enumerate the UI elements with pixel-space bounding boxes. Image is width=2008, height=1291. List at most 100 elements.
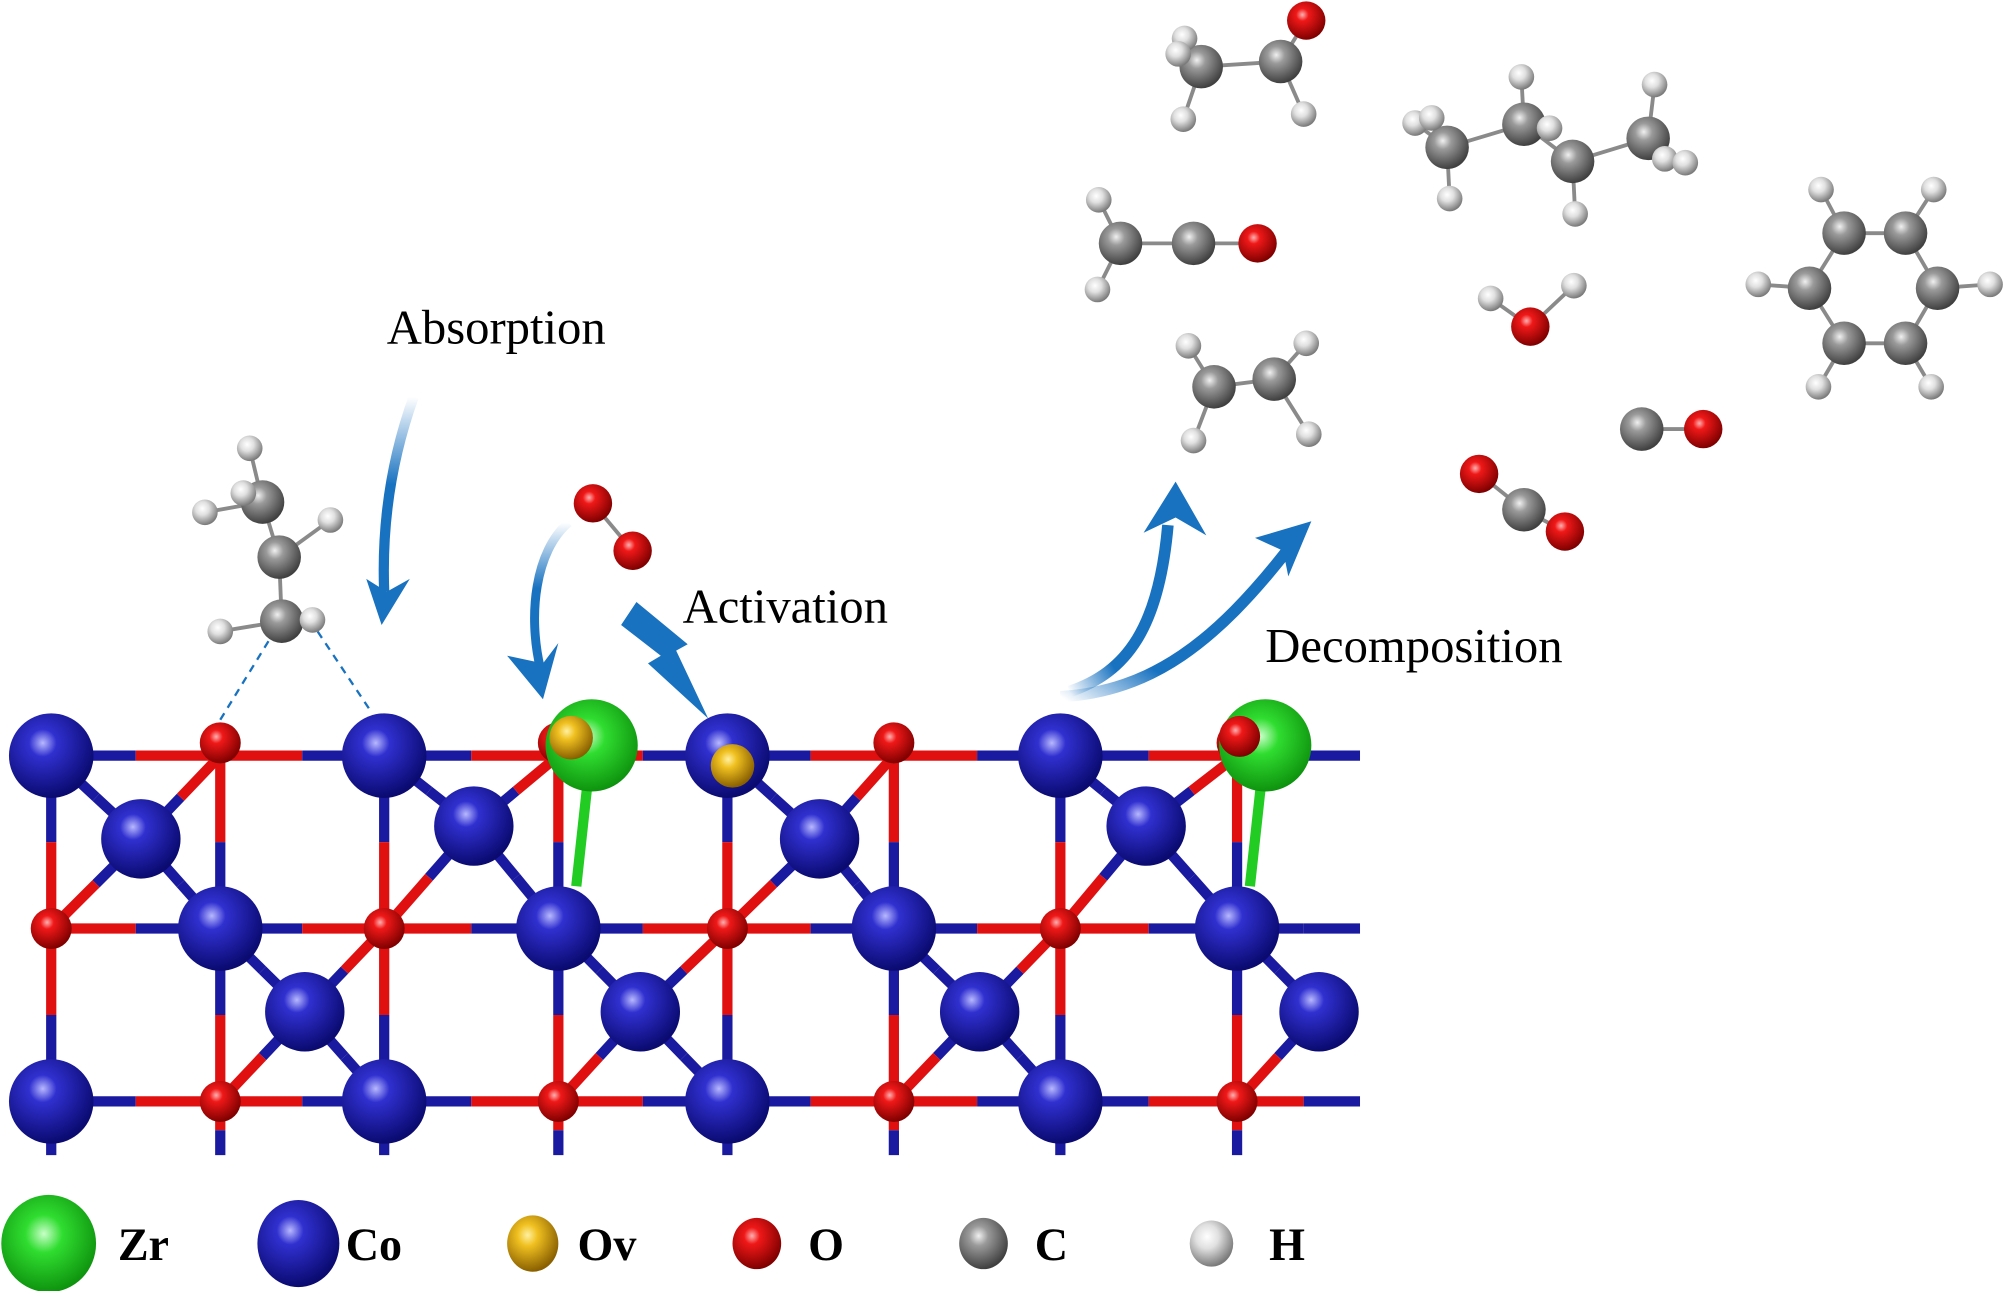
- o-atom: [573, 484, 613, 523]
- o-atom: [199, 722, 241, 764]
- c-atom: [1171, 221, 1216, 266]
- co-atom: [779, 799, 860, 879]
- oxygen-vacancy: [710, 744, 755, 788]
- c-atom: [1425, 125, 1469, 170]
- o-atom: [1459, 454, 1499, 494]
- h-atom: [1170, 106, 1197, 132]
- o-atom: [1511, 307, 1550, 346]
- legend-item-h: H: [1189, 1219, 1305, 1270]
- c-atom: [259, 599, 304, 643]
- h-atom: [1085, 187, 1112, 213]
- co-atom: [341, 1059, 427, 1144]
- molecules: [192, 1, 2003, 645]
- o2-adsorption-arrow: [507, 519, 572, 700]
- ov-atom-icon: [507, 1215, 559, 1272]
- h-atom: [236, 435, 263, 462]
- molecule-water: [1477, 272, 1587, 346]
- co-atom: [1194, 886, 1280, 971]
- h-atom: [1536, 115, 1563, 141]
- h-atom: [1641, 71, 1668, 98]
- h-atom: [1508, 64, 1535, 90]
- c-atom: [1915, 266, 1960, 310]
- o-atom: [1219, 715, 1261, 757]
- o-atom: [30, 908, 72, 950]
- o-atom-icon: [732, 1217, 782, 1270]
- c-atom: [1252, 357, 1296, 401]
- activation-lightning-icon: [621, 601, 709, 719]
- co-atom: [685, 1059, 770, 1144]
- activation-label: Activation: [683, 579, 888, 633]
- molecule-butane: [1402, 64, 1699, 227]
- o-atom: [1684, 409, 1723, 449]
- c-atom: [1192, 365, 1236, 409]
- bond: [176, 752, 224, 801]
- h-atom: [1918, 374, 1944, 400]
- h-atom: [1180, 427, 1207, 454]
- co-atom: [1106, 786, 1186, 866]
- h-atom: [317, 507, 344, 533]
- c-atom: [1098, 221, 1143, 266]
- h-atom: [1651, 146, 1678, 172]
- legend-item-zr: Zr: [1, 1194, 169, 1291]
- molecule-co: [1619, 407, 1723, 451]
- o-atom: [1238, 224, 1277, 263]
- oxygen-vacancy: [549, 715, 593, 760]
- absorption-label: Absorption: [387, 300, 606, 354]
- h-atom: [1084, 276, 1111, 303]
- h-atom: [192, 499, 218, 526]
- co-atom: [600, 972, 681, 1052]
- o-atom: [363, 908, 405, 950]
- co-atom: [434, 786, 514, 866]
- h-atom: [299, 607, 326, 633]
- h-atom: [1290, 101, 1317, 127]
- c-atom: [1822, 211, 1866, 255]
- o-atom: [1545, 512, 1585, 551]
- c-atom: [1883, 211, 1928, 255]
- h-atom: [1920, 176, 1947, 203]
- h-atom: [1808, 176, 1834, 203]
- h-atom: [1175, 333, 1202, 359]
- h-atom: [1562, 201, 1588, 227]
- c-atom: [1619, 407, 1664, 451]
- o-atom: [1039, 908, 1081, 950]
- legend: Zr Co Ov O C H: [1, 1194, 1305, 1291]
- o-atom: [873, 1080, 915, 1122]
- molecule-ketene: [1084, 187, 1277, 303]
- co-atom: [8, 713, 94, 798]
- c-atom: [1787, 266, 1832, 310]
- o-atom: [199, 1080, 241, 1122]
- co-atom: [341, 713, 427, 798]
- h-atom: [1477, 285, 1504, 312]
- c-atom-icon: [959, 1217, 1008, 1270]
- molecule-ethylene: [1175, 330, 1322, 454]
- h-atom: [1293, 330, 1320, 357]
- o-atom: [537, 1080, 579, 1122]
- legend-item-co: Co: [257, 1200, 402, 1288]
- c-atom: [1883, 321, 1928, 366]
- molecule-propane: [192, 435, 344, 645]
- h-atom-icon: [1189, 1220, 1234, 1267]
- decomposition-arrows: [1060, 481, 1312, 703]
- co-atom: [178, 886, 263, 971]
- h-atom: [207, 618, 234, 645]
- co-atom: [1018, 1059, 1103, 1144]
- absorption-arrow: [366, 395, 419, 626]
- adsorption-bond-lines: [219, 623, 370, 721]
- h-atom: [1295, 421, 1322, 448]
- co-atom: [1018, 713, 1103, 798]
- h-atom: [1561, 272, 1587, 299]
- c-atom: [1822, 321, 1866, 366]
- zr-atom-icon: [1, 1194, 97, 1291]
- co-atom: [1279, 972, 1359, 1052]
- molecule-acetaldehyde: [1165, 1, 1326, 132]
- co-atom: [265, 972, 345, 1052]
- c-atom: [1502, 487, 1546, 532]
- co-atom: [101, 799, 181, 879]
- molecule-co2: [1459, 454, 1585, 551]
- co-atom: [851, 886, 937, 971]
- co-atom: [8, 1059, 94, 1144]
- co-atom-icon: [257, 1200, 340, 1288]
- legend-label-zr: Zr: [118, 1219, 169, 1270]
- c-atom: [1258, 39, 1303, 84]
- legend-item-o: O: [732, 1217, 844, 1270]
